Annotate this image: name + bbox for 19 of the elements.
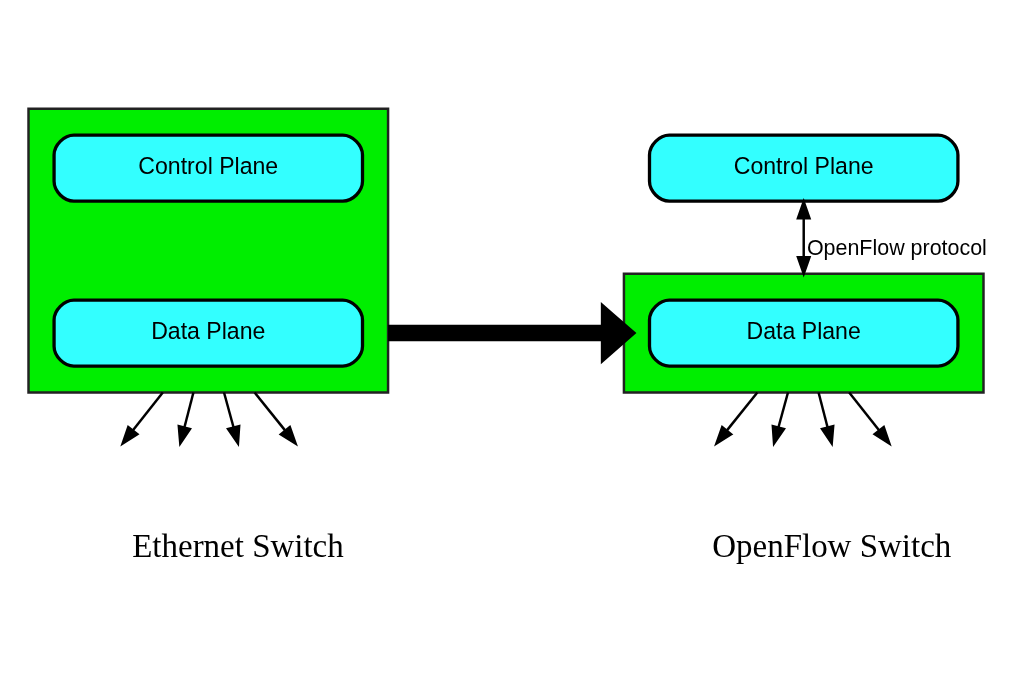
node-box: Data Plane	[647, 297, 960, 368]
arrow	[388, 301, 637, 364]
arrow	[771, 391, 790, 447]
arrow	[848, 391, 892, 446]
node-box: Data Plane	[52, 297, 365, 368]
arrow	[796, 197, 812, 277]
arrow	[714, 391, 759, 446]
arrow	[253, 391, 298, 446]
arrow	[177, 391, 195, 447]
node-box: Control Plane	[647, 133, 960, 203]
cluster	[622, 272, 985, 394]
arrow	[817, 391, 835, 447]
node-box: Control Plane	[52, 133, 365, 203]
arrow	[222, 391, 241, 447]
cluster	[27, 107, 390, 394]
edge-label: OpenFlow protocol	[806, 235, 987, 260]
label: Ethernet Switch	[132, 527, 344, 564]
arrow	[120, 391, 164, 446]
label: OpenFlow Switch	[712, 527, 952, 564]
